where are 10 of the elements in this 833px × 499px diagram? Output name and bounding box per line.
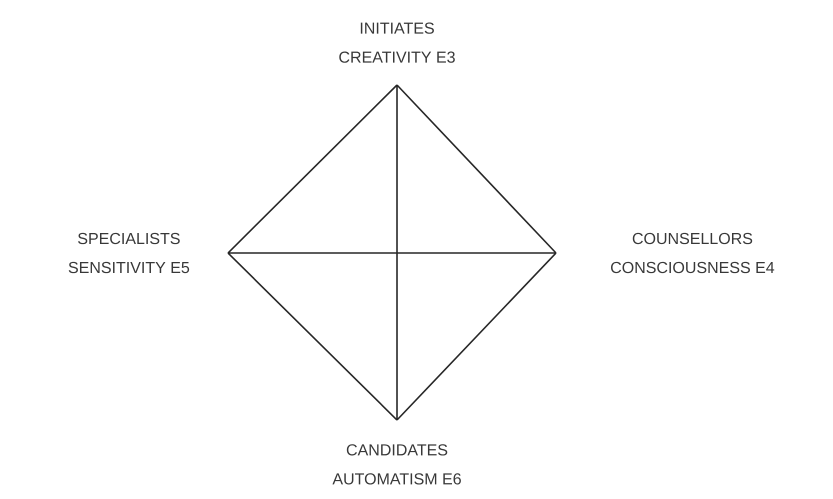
line [396,252,557,421]
line [228,252,556,254]
line [396,85,398,420]
line [227,252,398,421]
vertex-label: INITIATES CREATIVITY E3 [339,22,455,63]
line [227,84,398,254]
vertex-label: CANDIDATES AUTOMATISM E6 [332,444,461,485]
vertex-label: COUNSELLORS CONSCIOUSNESS E4 [611,232,774,274]
vertex-label: SPECIALISTS SENSITIVITY E5 [68,232,190,274]
line [396,84,557,254]
